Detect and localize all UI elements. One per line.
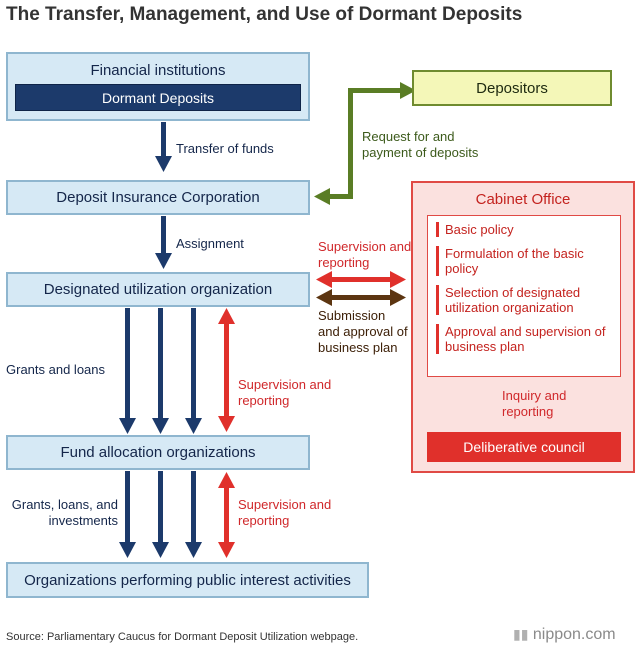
cabinet-item: Formulation of the basic policy: [436, 246, 614, 276]
transfer-arrow: [155, 122, 172, 172]
investments-arrow: [152, 471, 169, 558]
nippon-logo: ▮▮ nippon.com: [513, 626, 616, 644]
fund-allocation-organizations-box: Fund allocation organizations: [6, 435, 310, 470]
supervision-reporting-label: Supervision and reporting: [238, 497, 332, 528]
deposit-insurance-corporation-box: Deposit Insurance Corporation: [6, 180, 310, 215]
supervision-arrow-vertical: [218, 472, 235, 558]
cabinet-office-duties: Basic policy Formulation of the basic po…: [427, 215, 621, 377]
supervision-arrow-horizontal: [316, 271, 406, 288]
source-note: Source: Parliamentary Caucus for Dormant…: [6, 631, 359, 643]
cabinet-item: Approval and supervision of business pla…: [436, 324, 614, 354]
grants-loans-arrow: [152, 308, 169, 434]
supervision-reporting-label: Supervision and reporting: [238, 377, 332, 408]
cabinet-item: Selection of designated utilization orga…: [436, 285, 614, 315]
grants-loans-investments-label: Grants, loans, and investments: [11, 497, 118, 528]
page-title: The Transfer, Management, and Use of Dor…: [6, 4, 523, 25]
grants-loans-arrow: [119, 308, 136, 434]
investments-arrow: [185, 471, 202, 558]
grants-loans-arrow: [185, 308, 202, 434]
cabinet-item: Basic policy: [436, 222, 614, 237]
submission-approval-label: Submission and approval of business plan: [318, 308, 408, 355]
request-payment-arrow: [314, 82, 416, 205]
dormant-deposits-box: Dormant Deposits: [15, 84, 301, 111]
supervision-arrow-vertical: [218, 308, 235, 432]
designated-utilization-organization-box: Designated utilization organization: [6, 272, 310, 307]
supervision-reporting-label: Supervision and reporting: [318, 239, 412, 270]
grants-loans-label: Grants and loans: [6, 362, 106, 377]
financial-institutions-label: Financial institutions: [90, 62, 226, 79]
assignment-arrow: [155, 216, 172, 269]
request-payment-label: Request for and payment of deposits: [362, 129, 479, 160]
cabinet-office-title: Cabinet Office: [475, 191, 571, 208]
assignment-label: Assignment: [176, 236, 244, 251]
public-interest-organizations-box: Organizations performing public interest…: [6, 562, 369, 598]
deliberative-council-box: Deliberative council: [427, 432, 621, 462]
transfer-of-funds-label: Transfer of funds: [176, 141, 274, 156]
investments-arrow: [119, 471, 136, 558]
cabinet-office-box: Cabinet Office Basic policy Formulation …: [411, 181, 635, 473]
logo-mark-icon: ▮▮: [513, 626, 529, 642]
depositors-box: Depositors: [412, 70, 612, 106]
submission-arrow-horizontal: [316, 289, 406, 306]
inquiry-reporting-label: Inquiry and reporting: [502, 388, 567, 419]
logo-text: nippon.com: [532, 626, 616, 643]
